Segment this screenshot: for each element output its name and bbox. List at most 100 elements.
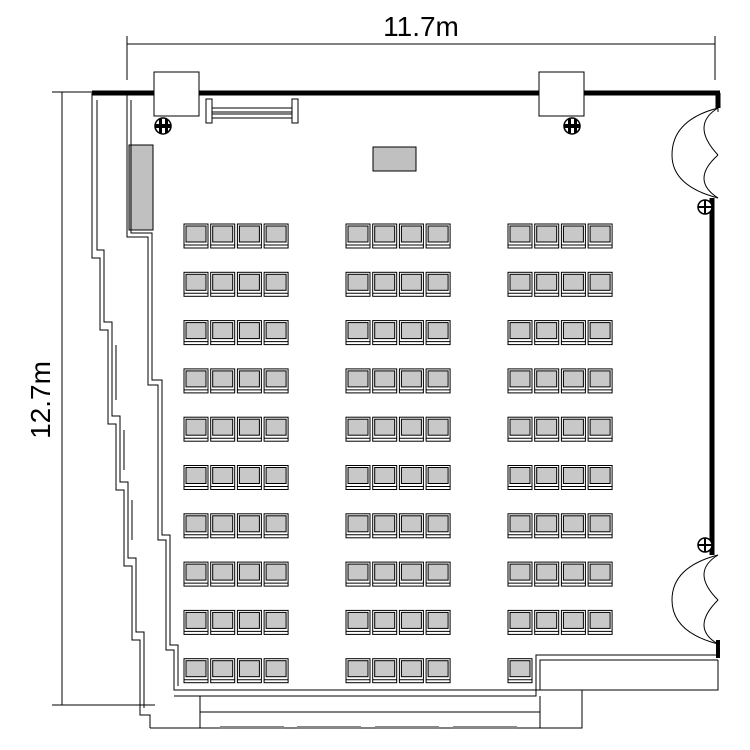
seat xyxy=(398,223,424,249)
seat xyxy=(210,465,236,490)
seat xyxy=(263,513,289,539)
seat xyxy=(534,609,560,635)
seat xyxy=(236,368,262,394)
seat xyxy=(560,609,586,635)
seat xyxy=(345,416,371,442)
seat xyxy=(236,561,262,587)
seat xyxy=(345,271,371,297)
seat xyxy=(560,320,586,346)
seat xyxy=(507,658,533,684)
seat xyxy=(183,368,209,394)
seat xyxy=(236,320,262,346)
seat xyxy=(372,513,398,539)
seat xyxy=(210,416,236,442)
seat xyxy=(425,320,451,346)
seat xyxy=(587,368,613,394)
seat xyxy=(236,465,262,490)
seat xyxy=(507,320,533,346)
seat xyxy=(534,320,560,346)
right-wall-light-top xyxy=(697,199,713,215)
seat xyxy=(263,609,289,635)
seat xyxy=(425,561,451,587)
seat xyxy=(425,271,451,297)
seating-area xyxy=(183,223,613,684)
seat xyxy=(398,513,424,539)
height-label: 12.7m xyxy=(25,361,56,439)
seat xyxy=(210,658,236,684)
seat xyxy=(425,609,451,635)
seat xyxy=(372,561,398,587)
seat xyxy=(183,658,209,684)
seat xyxy=(345,561,371,587)
seat xyxy=(425,223,451,249)
width-label: 11.7m xyxy=(383,11,459,42)
seat xyxy=(372,368,398,394)
seat xyxy=(534,513,560,539)
seat xyxy=(587,320,613,346)
seat xyxy=(236,416,262,442)
seat xyxy=(507,465,533,490)
left-stepped-wall xyxy=(91,93,200,728)
seat xyxy=(372,609,398,635)
seat xyxy=(398,368,424,394)
seat xyxy=(560,416,586,442)
seat xyxy=(398,465,424,490)
lectern xyxy=(372,146,417,172)
ceiling-light-left xyxy=(154,117,172,135)
seat xyxy=(587,416,613,442)
seat xyxy=(183,416,209,442)
width-dimension xyxy=(126,36,716,80)
seat xyxy=(345,513,371,539)
pillar-right xyxy=(538,71,585,117)
seat xyxy=(345,320,371,346)
seat xyxy=(345,465,371,490)
seat xyxy=(183,465,209,490)
seat xyxy=(210,513,236,539)
right-wall-light-bottom xyxy=(697,537,713,553)
ceiling-light-right xyxy=(563,117,581,135)
seat xyxy=(507,416,533,442)
seat xyxy=(263,465,289,490)
seat xyxy=(236,223,262,249)
seat xyxy=(507,223,533,249)
seat xyxy=(210,609,236,635)
whiteboard xyxy=(205,98,299,124)
seat xyxy=(534,416,560,442)
side-table xyxy=(128,144,154,231)
seat xyxy=(425,465,451,490)
seat xyxy=(398,658,424,684)
seat xyxy=(183,609,209,635)
seat xyxy=(210,320,236,346)
seat xyxy=(587,271,613,297)
seat xyxy=(425,658,451,684)
seat xyxy=(425,368,451,394)
seat xyxy=(236,658,262,684)
seat xyxy=(560,513,586,539)
seat xyxy=(398,271,424,297)
seat xyxy=(534,223,560,249)
seat xyxy=(587,561,613,587)
seat xyxy=(183,320,209,346)
seat xyxy=(507,609,533,635)
seat xyxy=(372,658,398,684)
seat xyxy=(534,465,560,490)
seat xyxy=(560,465,586,490)
seat xyxy=(210,271,236,297)
seat xyxy=(372,465,398,490)
seat xyxy=(507,368,533,394)
pillar-left xyxy=(153,71,200,117)
seat xyxy=(425,416,451,442)
seat xyxy=(263,271,289,297)
seat xyxy=(587,223,613,249)
seat xyxy=(263,368,289,394)
seat xyxy=(263,561,289,587)
seat xyxy=(560,368,586,394)
seat xyxy=(345,658,371,684)
seat xyxy=(210,223,236,249)
seat xyxy=(263,223,289,249)
right-wall xyxy=(709,108,720,658)
seat xyxy=(560,561,586,587)
seat xyxy=(236,271,262,297)
height-dimension xyxy=(52,91,155,706)
